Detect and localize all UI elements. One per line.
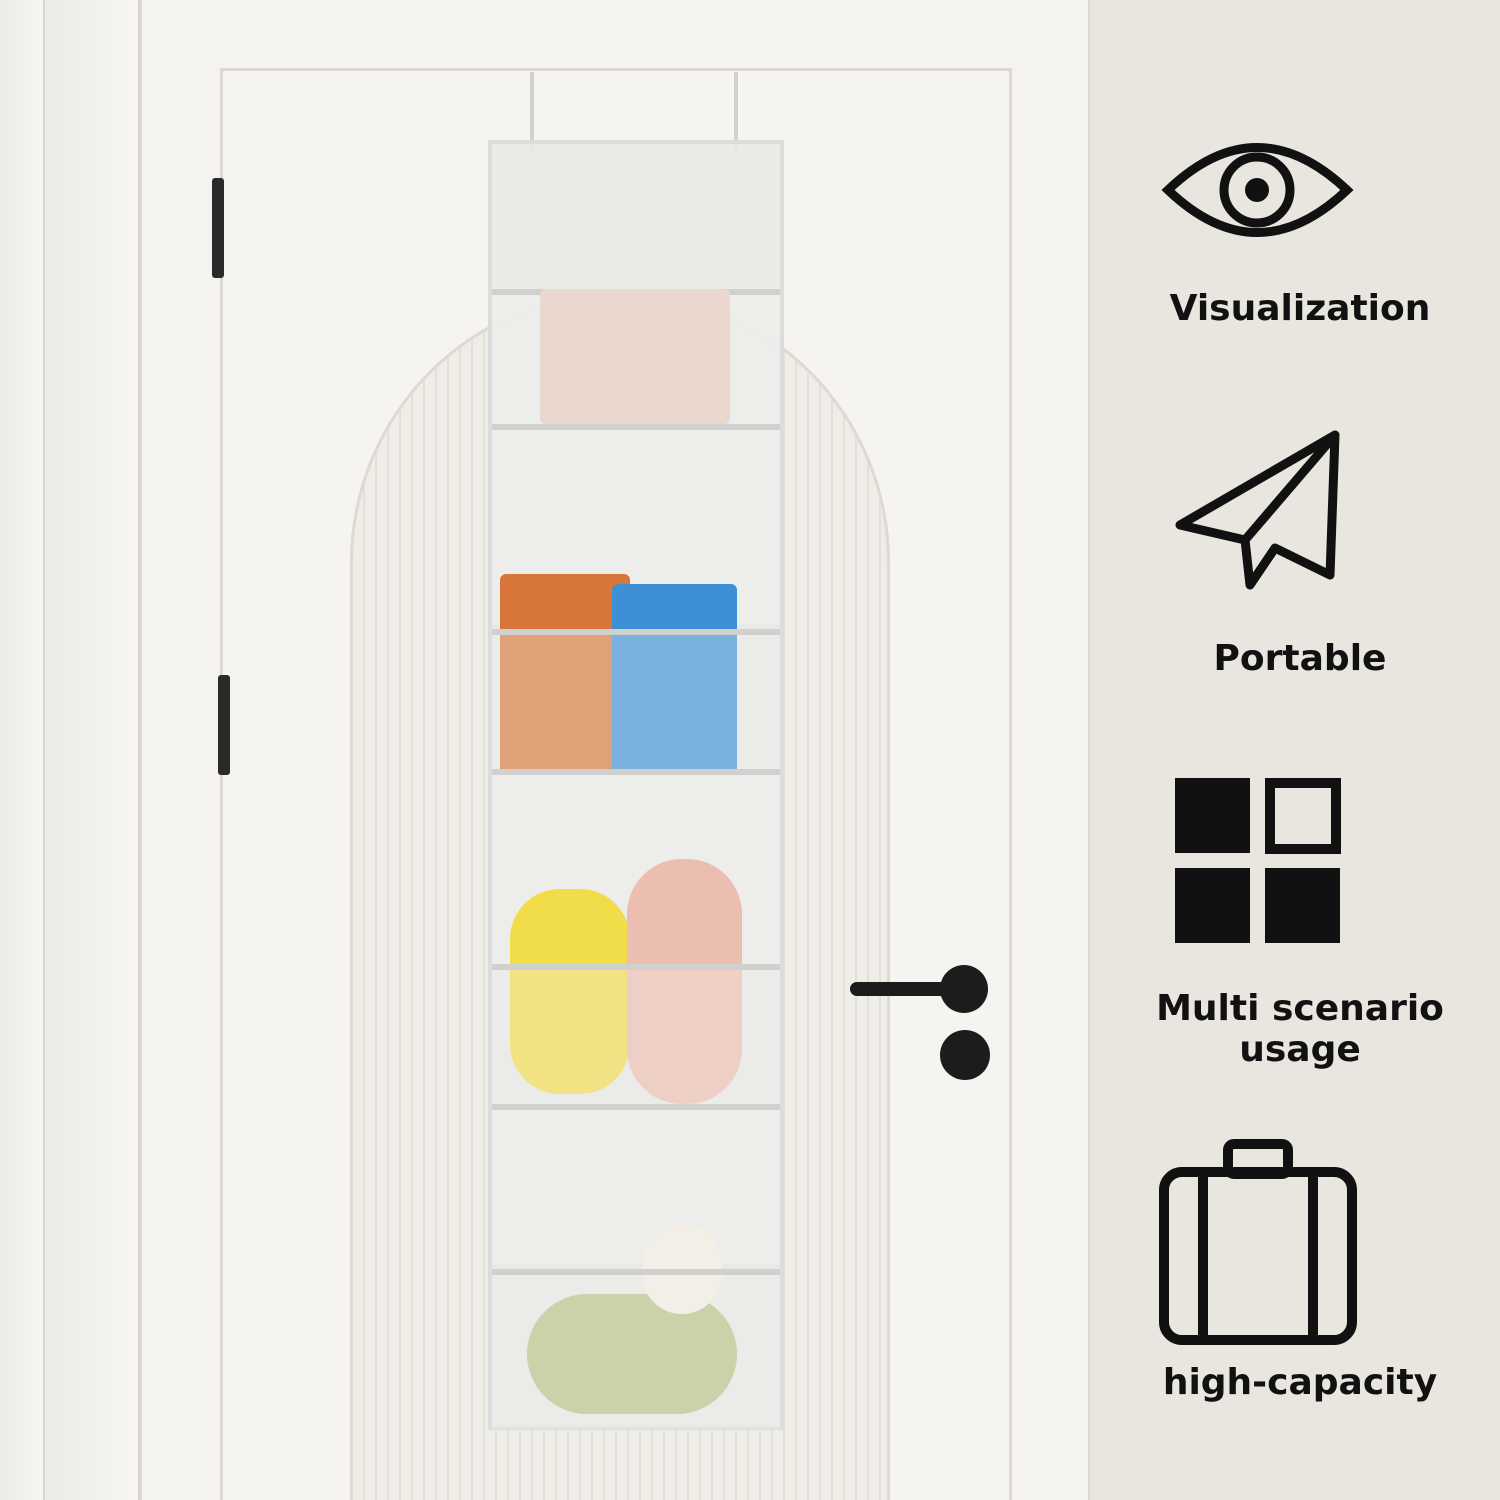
alpaca-plush [527,1294,737,1414]
door-lock [940,1030,990,1080]
door-handle-lever[interactable] [850,982,960,996]
handbag [540,289,730,424]
hinge [218,675,230,775]
pocket [492,1104,780,1264]
hook-strap [530,72,534,152]
feature-label: Multi scenario usage [1156,988,1444,1070]
snack-bag [612,584,737,774]
pink-plush [627,859,742,1104]
hanging-organizer [488,140,784,1430]
wall-panel [0,0,45,1500]
pocket [492,1269,780,1429]
wall-panel [45,0,140,1500]
grid-icon [1175,778,1341,943]
feature-label: high-capacity [1162,1362,1438,1403]
hinge [212,178,224,278]
pocket [492,629,780,769]
feature-label: Portable [1213,638,1387,679]
snack-bag [500,574,630,774]
feature-label: Visualization [1169,288,1431,329]
eye-icon [1161,143,1354,237]
pocket [492,964,780,1104]
door-handle-rose [940,965,988,1013]
hook-strap [734,72,738,152]
paper-plane-icon [1175,430,1340,590]
suitcase-icon [1159,1139,1357,1345]
yellow-plush [510,889,630,1094]
